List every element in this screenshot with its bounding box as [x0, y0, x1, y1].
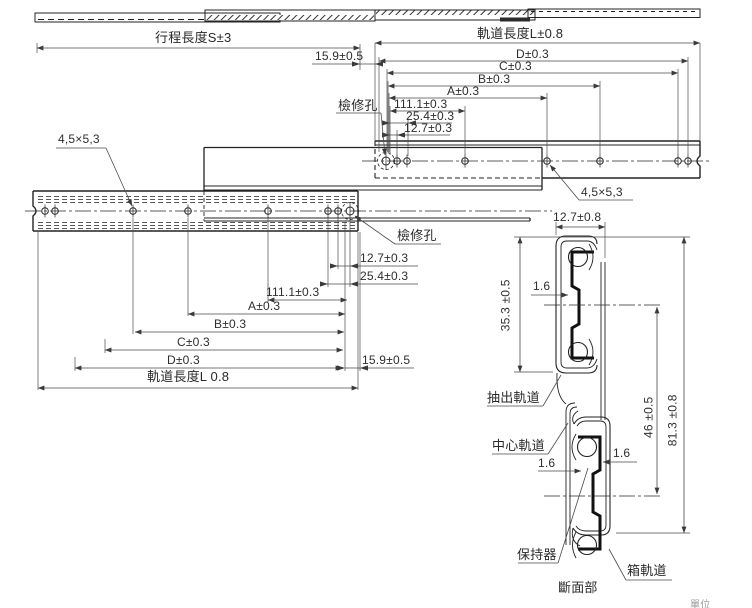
- section-centerlines: [544, 304, 663, 497]
- section-dimensions: [514, 222, 690, 534]
- dim-stroke-length: 行程長度S±3: [155, 30, 232, 45]
- dim-offset-bottom: 15.9±0.5: [362, 353, 411, 367]
- dim-d-bottom: D±0.3: [167, 353, 200, 367]
- dim-c-bottom: C±0.3: [177, 335, 210, 349]
- dim-thickness-right: 1.6: [613, 446, 631, 460]
- dim-254-bottom: 25.4±0.3: [360, 269, 409, 283]
- dim-a-top: A±0.3: [447, 84, 480, 98]
- dim-b-top: B±0.3: [478, 72, 511, 86]
- dimension-lines-plan: [36, 40, 701, 391]
- label-drawer-rail: 抽出軌道: [487, 390, 540, 405]
- dim-height-35: 35.3 ±0.5: [498, 279, 513, 332]
- unit-note: 單位: [690, 600, 711, 608]
- dim-section-width: 12.7±0.8: [553, 210, 602, 224]
- mounting-holes: [41, 152, 692, 220]
- dim-c-top: C±0.3: [499, 59, 532, 73]
- dim-height-81: 81.3 ±0.8: [665, 394, 680, 447]
- leader-lines-plan: [56, 112, 633, 245]
- section-profiles: [555, 235, 611, 559]
- label-cabinet-rail: 箱軌道: [627, 563, 667, 578]
- dim-rail-length-top: 軌道長度L±0.8: [477, 26, 564, 41]
- section-leaders: [487, 374, 672, 581]
- dim-height-46: 46 ±0.5: [641, 396, 656, 438]
- label-retainer: 保持器: [517, 547, 557, 562]
- dim-thickness-top: 1.6: [533, 279, 551, 293]
- dim-rail-length-bottom: 軌道長度L 0.8: [147, 369, 230, 384]
- dim-offset-top: 15.9±0.5: [315, 49, 364, 63]
- dim-b-bottom: B±0.3: [214, 317, 247, 331]
- dim-thickness-left: 1.6: [538, 456, 556, 470]
- label-inspection-hole-bottom: 檢修孔: [397, 228, 437, 243]
- dim-a-bottom: A±0.3: [248, 299, 281, 313]
- plan-upper-rail: [374, 140, 701, 179]
- label-slot-size-right: 4,5×5,3: [581, 185, 623, 199]
- dim-127-bottom: 12.7±0.3: [360, 251, 409, 265]
- dim-254-top: 25.4±0.3: [406, 109, 455, 123]
- dim-d-top: D±0.3: [516, 47, 549, 61]
- plan-bottom-rail: [32, 190, 359, 232]
- label-inspection-hole-top: 檢修孔: [338, 98, 378, 113]
- plan-middle-rail: [203, 146, 543, 222]
- label-slot-size-left: 4,5×5,3: [58, 132, 100, 146]
- centerlines: [25, 160, 712, 212]
- dim-111-top: 111.1±0.3: [394, 97, 448, 111]
- dim-127-top: 12.7±0.3: [404, 121, 453, 135]
- label-center-rail: 中心軌道: [492, 438, 545, 453]
- slide-side-view: [34, 8, 701, 23]
- extension-lines: [36, 43, 701, 390]
- caption-section: 斷面部: [558, 580, 598, 595]
- dim-111-bottom: 111.1±0.3: [266, 285, 320, 299]
